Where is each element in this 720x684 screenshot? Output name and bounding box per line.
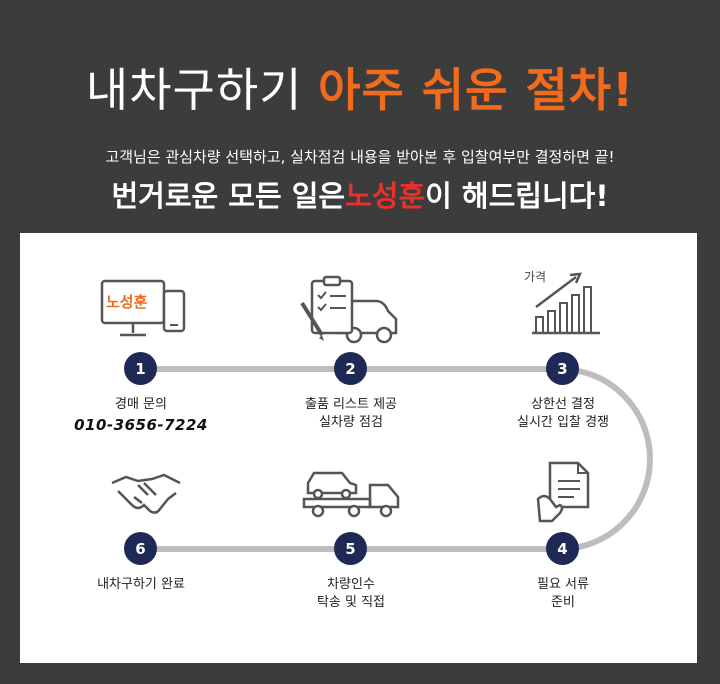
step-1-label: 경매 문의 010-3656-7224 xyxy=(41,396,241,434)
title-accent: 아주 쉬운 절차! xyxy=(318,63,635,117)
headline-after: 이 해드립니다! xyxy=(425,179,609,213)
step-5-label: 차량인수 탁송 및 직접 xyxy=(251,576,451,612)
clipboard-car-icon xyxy=(300,275,398,344)
phone-number[interactable]: 010-3656-7224 xyxy=(74,416,208,434)
handshake-icon xyxy=(111,473,181,514)
step-3-line2: 실시간 입찰 경쟁 xyxy=(517,415,609,430)
step-6-line1: 내차구하기 완료 xyxy=(97,577,185,592)
step-6-number: 6 xyxy=(124,532,157,565)
step-5-line1: 차량인수 xyxy=(327,577,375,592)
price-chart-icon: 가격 xyxy=(524,270,600,335)
step-2-line2: 실차량 점검 xyxy=(319,415,383,430)
headline-brand: 노성훈 xyxy=(345,179,426,213)
step-3-line1: 상한선 결정 xyxy=(531,397,595,412)
step-3-number: 3 xyxy=(546,352,579,385)
tow-truck-icon xyxy=(302,471,400,518)
main-title: 내차구하기 아주 쉬운 절차! xyxy=(0,60,720,120)
step-2-line1: 출품 리스트 제공 xyxy=(305,397,397,412)
monitor-phone-icon: 노성훈 xyxy=(100,279,186,337)
step-1-number: 1 xyxy=(124,352,157,385)
step-1-line1: 경매 문의 xyxy=(115,397,167,412)
document-hand-icon xyxy=(536,461,590,523)
chart-label: 가격 xyxy=(524,270,546,284)
step-4-line1: 필요 서류 xyxy=(537,577,589,592)
process-track xyxy=(143,366,653,552)
headline-before: 번거로운 모든 일은 xyxy=(111,179,346,213)
headline: 번거로운 모든 일은노성훈이 해드립니다! xyxy=(0,176,720,216)
subtitle: 고객님은 관심차량 선택하고, 실차점검 내용을 받아본 후 입찰여부만 결정하… xyxy=(105,148,615,166)
logo-text: 노성훈 xyxy=(106,293,148,311)
process-card: 노성훈 가격 xyxy=(20,233,697,663)
step-3-label: 상한선 결정 실시간 입찰 경쟁 xyxy=(463,396,663,432)
step-6-label: 내차구하기 완료 xyxy=(41,576,241,594)
step-5-line2: 탁송 및 직접 xyxy=(316,595,386,610)
step-4-line2: 준비 xyxy=(551,595,575,610)
step-2-label: 출품 리스트 제공 실차량 점검 xyxy=(251,396,451,432)
step-2-number: 2 xyxy=(334,352,367,385)
title-main: 내차구하기 xyxy=(85,63,303,117)
step-4-number: 4 xyxy=(546,532,579,565)
step-5-number: 5 xyxy=(334,532,367,565)
step-4-label: 필요 서류 준비 xyxy=(463,576,663,612)
